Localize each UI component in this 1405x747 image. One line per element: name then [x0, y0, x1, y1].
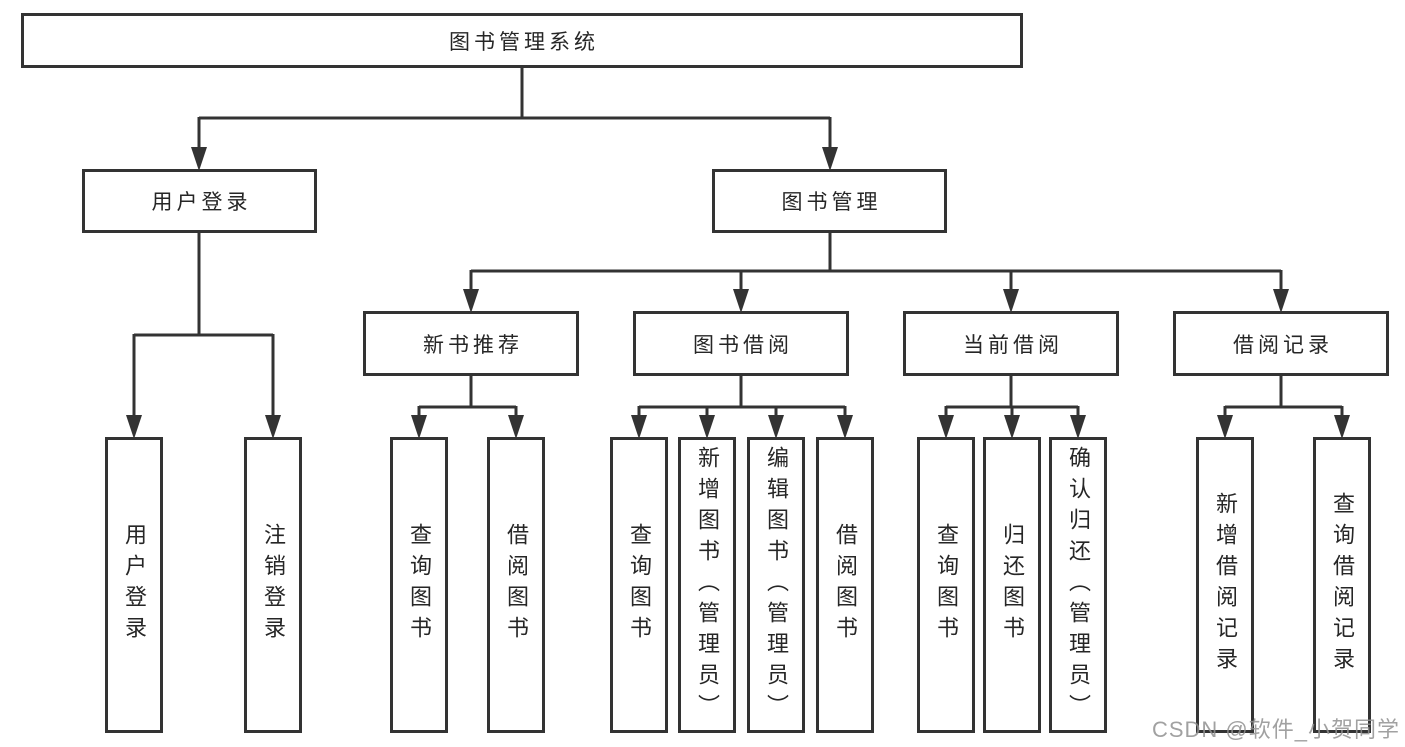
node-label: 查询图书: [627, 523, 652, 647]
node-label: 新书推荐: [423, 333, 523, 357]
node-root: 图书管理系统: [21, 13, 1023, 68]
node-label: 借阅记录: [1233, 333, 1333, 357]
node-label: 用户登录: [122, 523, 147, 647]
leaf-query-books-borrow: 查询图书: [610, 437, 668, 733]
leaf-query-books-recommend: 查询图书: [390, 437, 448, 733]
node-label: 图书借阅: [693, 333, 793, 357]
node-label: 注销登录: [261, 523, 286, 647]
node-current-borrow: 当前借阅: [903, 311, 1119, 376]
node-book-management: 图书管理: [712, 169, 947, 233]
node-label: 图书管理: [781, 191, 882, 214]
wire-new-book-recommend-to-leaves: [411, 375, 524, 439]
node-book-borrow: 图书借阅: [633, 311, 849, 376]
leaf-borrow-books-recommend: 借阅图书: [487, 437, 545, 733]
node-label: 新增图书（管理员）: [695, 445, 720, 725]
node-label: 图书管理系统: [449, 30, 599, 54]
node-label: 用户登录: [151, 191, 252, 214]
leaf-borrow-books-borrow: 借阅图书: [816, 437, 874, 733]
node-label: 归还图书: [1000, 523, 1025, 647]
node-label: 查询图书: [934, 523, 959, 647]
node-label: 当前借阅: [963, 333, 1063, 357]
node-user-login: 用户登录: [82, 169, 317, 233]
wire-user-login-to-leaves: [126, 232, 281, 439]
node-new-book-recommend: 新书推荐: [363, 311, 579, 376]
watermark: CSDN @软件_小贺同学: [1151, 717, 1400, 742]
leaf-query-books-current: 查询图书: [917, 437, 975, 733]
wire-book-borrow-to-leaves: [631, 375, 853, 439]
node-label: 编辑图书（管理员）: [764, 445, 789, 725]
leaf-add-borrow-record: 新增借阅记录: [1196, 437, 1254, 733]
node-label: 确认归还（管理员）: [1066, 445, 1091, 725]
leaf-logout: 注销登录: [244, 437, 302, 733]
wire-current-borrow-to-leaves: [938, 375, 1086, 439]
leaf-add-book-admin: 新增图书（管理员）: [678, 437, 736, 733]
node-borrow-records: 借阅记录: [1173, 311, 1389, 376]
leaf-return-books: 归还图书: [983, 437, 1041, 733]
wire-borrow-records-to-leaves: [1217, 375, 1350, 439]
node-label: 借阅图书: [504, 523, 529, 647]
wire-root-to-level2: [191, 68, 838, 171]
leaf-user-login: 用户登录: [105, 437, 163, 733]
leaf-confirm-return-admin: 确认归还（管理员）: [1049, 437, 1107, 733]
node-label: 新增借阅记录: [1213, 492, 1238, 678]
node-label: 查询图书: [407, 523, 432, 647]
leaf-query-borrow-record: 查询借阅记录: [1313, 437, 1371, 733]
leaf-edit-book-admin: 编辑图书（管理员）: [747, 437, 805, 733]
node-label: 查询借阅记录: [1330, 492, 1355, 678]
wire-book-management-to-level3: [463, 232, 1289, 313]
node-label: 借阅图书: [833, 523, 858, 647]
